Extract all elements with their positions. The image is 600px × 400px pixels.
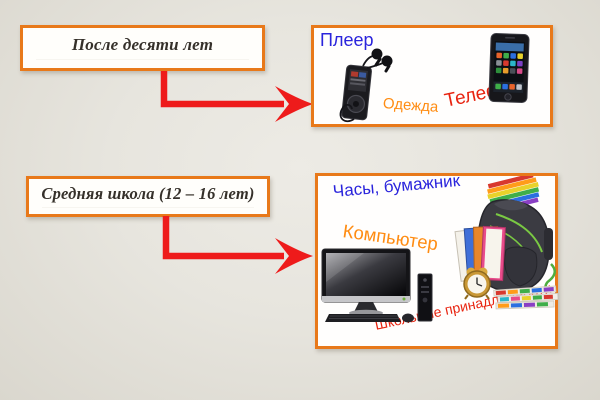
title-underline: [42, 207, 254, 208]
stage-2-title: Средняя школа (12 – 16 лет): [41, 184, 255, 203]
player-label: Плеер: [320, 30, 374, 50]
mp3-player-icon: [339, 48, 393, 123]
stage-2-items-box: Часы, бумажник Компьютер Школьные принад…: [315, 170, 558, 349]
arrow-connector-1: [160, 71, 313, 122]
watch-wallet-label: Часы, бумажник: [332, 170, 461, 201]
desktop-computer-icon: [321, 248, 433, 323]
school-backpack-icon: [454, 176, 558, 310]
title-underline: [36, 59, 249, 60]
stage-1-title: После десяти лет: [71, 35, 214, 54]
arrow-connector-2: [162, 216, 313, 274]
stage-1-items-box: Плеер Одежда Телефон: [311, 25, 553, 127]
stage-2-title-box: Средняя школа (12 – 16 лет): [26, 176, 270, 217]
stage-1-title-box: После десяти лет: [20, 25, 265, 71]
smartphone-icon: [488, 33, 530, 103]
